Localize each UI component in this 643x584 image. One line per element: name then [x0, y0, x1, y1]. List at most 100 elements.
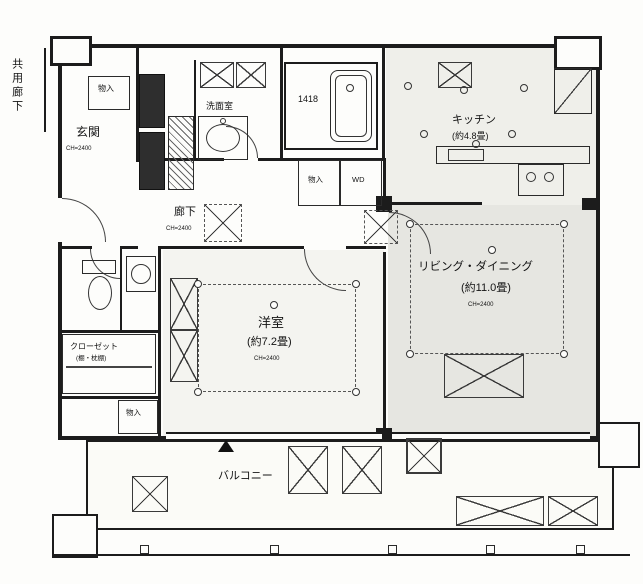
bathroom-unit-outline	[284, 62, 378, 150]
label-entrance-ch: CH=2400	[66, 146, 92, 152]
entrance-storage-box	[88, 76, 130, 110]
label-hallway-ch: CH=2400	[166, 226, 192, 232]
closet-outline	[62, 334, 156, 394]
room-side-hatch-upper	[170, 278, 198, 330]
wall-western-room-west	[158, 246, 161, 436]
structural-column	[376, 196, 392, 212]
wall-closet-bottom	[58, 396, 160, 399]
downlight	[472, 140, 480, 148]
closet-hanger-pipe	[66, 366, 152, 368]
linen-shelf-hatch	[236, 62, 266, 88]
entrance-door-opening	[55, 198, 64, 242]
label-closet-sub: (棚・枕棚)	[76, 355, 107, 362]
window-western-room	[166, 432, 382, 441]
downlight	[352, 388, 360, 396]
balcony-access-marker	[218, 440, 234, 452]
corridor-edge-line	[44, 48, 46, 132]
downlight	[420, 130, 428, 138]
fence-post	[486, 545, 495, 554]
balcony-panel-hatch	[548, 496, 598, 526]
wall-toilet-east	[120, 248, 122, 332]
balcony-hatch	[288, 446, 328, 494]
label-bath-size: 1418	[298, 94, 319, 104]
fence-post	[140, 545, 149, 554]
washer-dryer-box	[340, 160, 382, 206]
storage-hatched-column	[168, 116, 194, 190]
kitchen-cabinet-hatch	[438, 62, 472, 88]
kitchen-sink	[448, 149, 484, 161]
downlight	[404, 82, 412, 90]
label-hallway: 廊下	[174, 206, 196, 218]
column-block-bottom-left	[52, 514, 98, 558]
label-western-room-size: (約7.2畳)	[247, 336, 292, 348]
downlight	[520, 84, 528, 92]
ceiling-light	[270, 301, 278, 309]
label-closet: クローゼット	[70, 342, 118, 351]
label-storage-1: 物入	[98, 84, 114, 93]
label-entrance: 玄関	[76, 125, 101, 139]
label-western-room-ch: CH=2400	[254, 356, 280, 362]
label-kitchen-size: (約4.8畳)	[452, 131, 489, 141]
living-ceiling-dashed	[410, 224, 564, 354]
label-storage-2: 物入	[308, 175, 323, 184]
downlight	[560, 220, 568, 228]
downlight	[560, 350, 568, 358]
vanity-faucet	[220, 118, 226, 124]
refrigerator-space	[554, 68, 592, 114]
living-floor-hatch	[444, 354, 524, 398]
utility-circle	[131, 264, 151, 284]
western-room-ceiling-dashed	[198, 284, 356, 392]
wall-entrance-storage	[136, 44, 139, 162]
label-living-dining-ch: CH=2400	[468, 302, 494, 308]
downlight	[460, 86, 468, 94]
cooktop	[518, 164, 564, 196]
downlight	[406, 220, 414, 228]
vanity-counter	[198, 116, 248, 160]
downlight	[194, 280, 202, 288]
downlight	[194, 388, 202, 396]
label-storage-wd: WD	[352, 175, 365, 184]
utility-box	[126, 256, 156, 292]
ceiling-light	[488, 246, 496, 254]
kitchen-counter	[436, 146, 590, 164]
toilet-tank	[82, 260, 116, 274]
label-storage-3: 物入	[126, 408, 141, 417]
fence-post	[270, 545, 279, 554]
downlight	[406, 350, 414, 358]
vanity-sink-bowl	[206, 124, 240, 152]
label-kitchen: キッチン	[452, 114, 496, 126]
shoe-cabinet-upper	[139, 74, 165, 128]
downlight	[352, 280, 360, 288]
wall-closet-top	[58, 330, 160, 333]
washer-space-hatch	[200, 62, 234, 88]
balcony-panel-hatch	[456, 496, 544, 526]
ceiling-access-hatch	[204, 204, 242, 242]
column-block-top-right	[554, 36, 602, 70]
wall-toilet-top-b	[120, 246, 138, 249]
structural-column	[582, 198, 596, 210]
evacuation-hatch	[406, 438, 442, 474]
wall-hallway-top-right	[258, 158, 386, 161]
label-living-dining: リビング・ダイニング	[418, 261, 533, 273]
toilet-bowl	[88, 276, 112, 310]
bathtub-drain	[346, 84, 354, 92]
room-side-hatch-lower	[170, 330, 198, 382]
bathtub	[330, 70, 372, 142]
wall-room-living-lower	[383, 252, 386, 436]
hall-storage-box	[298, 160, 340, 206]
wall-toilet-top-a	[58, 246, 92, 249]
balcony-hatch	[342, 446, 382, 494]
storage-box-lower	[118, 400, 158, 434]
fence-post	[388, 545, 397, 554]
wall-western-room-north-b	[346, 246, 386, 249]
shoe-cabinet-lower	[139, 132, 165, 190]
burner	[544, 172, 554, 182]
burner	[526, 172, 536, 182]
site-boundary-line	[54, 554, 630, 556]
label-common-corridor: 共用廊下	[10, 58, 23, 114]
wall-bath-kitchen	[382, 44, 385, 161]
bathtub-inner	[335, 75, 367, 137]
downlight	[508, 130, 516, 138]
